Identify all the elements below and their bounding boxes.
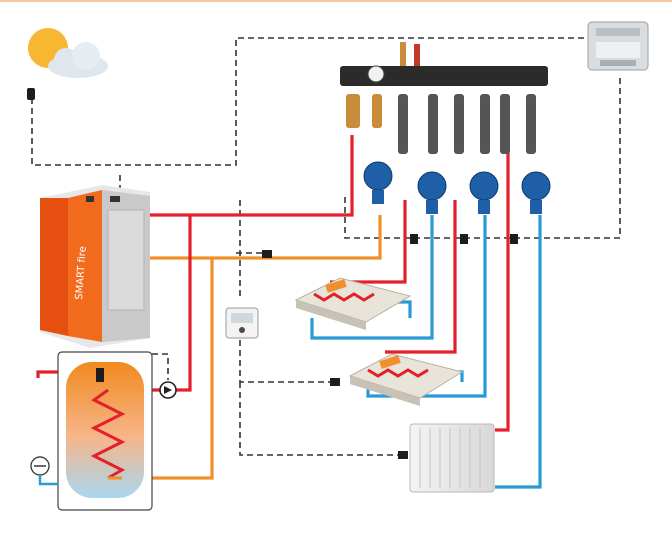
boiler-front-panel — [68, 190, 102, 342]
radiator — [409, 423, 495, 493]
tank-heating-coil — [90, 388, 126, 480]
signal-floor-zone-2 — [239, 340, 338, 383]
zone2-supply — [385, 200, 457, 354]
boiler-brand-label: SMART fire — [74, 246, 89, 300]
circulation-pump-icon — [363, 161, 393, 204]
line-sensors — [262, 234, 518, 459]
pump-manifold — [340, 42, 548, 154]
circulation-pump-icon — [521, 171, 551, 214]
circulation-pumps — [363, 161, 551, 214]
tank-supply-pipe — [175, 215, 192, 392]
circulation-pump-icon — [469, 171, 499, 214]
circulation-pump-icon — [417, 171, 447, 214]
radiator-return — [495, 215, 542, 489]
underfloor-zone-1 — [294, 277, 412, 330]
signal-sensor-to-controller — [31, 37, 601, 166]
tank-pump-icon — [159, 381, 177, 399]
signal-controller-to-pumps — [344, 78, 621, 239]
boiler-return-pipe — [150, 215, 382, 260]
tank-cold-inlet — [36, 370, 58, 378]
signal-radiator-line — [239, 382, 405, 456]
top-strip — [0, 0, 672, 2]
sun-cloud-icon — [28, 28, 108, 78]
controller-module-icon — [587, 21, 649, 71]
room-thermostat-icon — [225, 307, 259, 339]
hot-water-tank — [57, 351, 153, 511]
zone1-return — [310, 215, 434, 340]
zone1-supply — [330, 200, 407, 284]
outdoor-sensor — [27, 88, 35, 100]
tank-expansion-vessel-icon — [30, 456, 58, 486]
radiator-supply — [495, 140, 510, 432]
boiler-supply-pipe — [150, 135, 354, 217]
pellet-boiler: SMART fire — [40, 185, 150, 348]
underfloor-zone-2 — [348, 353, 464, 406]
